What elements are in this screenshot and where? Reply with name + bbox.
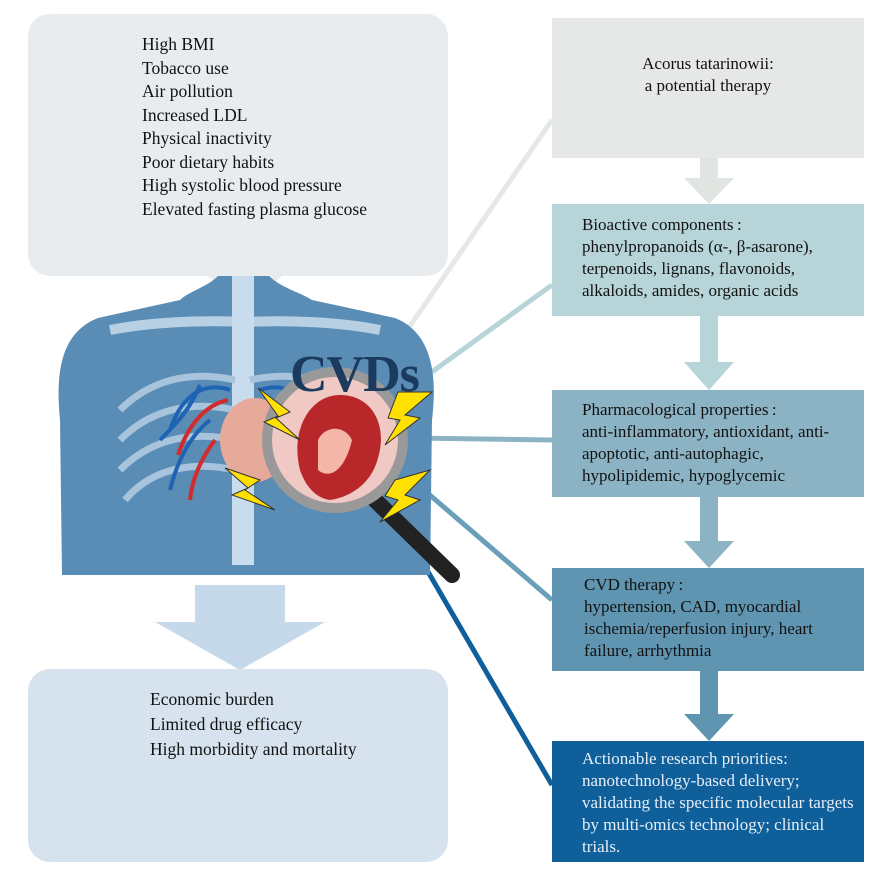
outcome-item: Limited drug efficacy <box>150 714 303 734</box>
risk-factor: Air pollution <box>142 81 233 101</box>
outcome-item: Economic burden <box>150 689 274 709</box>
risk-factor: Increased LDL <box>142 104 248 125</box>
down-arrow <box>155 585 325 670</box>
risk-factor: Poor dietary habits <box>142 151 275 172</box>
lightning-icon <box>224 387 434 523</box>
risk-factor: High systolic blood pressure <box>142 175 342 195</box>
flow-box-body: nanotechnology-based delivery; validatin… <box>582 771 854 856</box>
cvds-label: CVDs <box>290 346 420 403</box>
flow-box-cvd-therapy: CVD therapy : hypertension, CAD, myocard… <box>552 568 864 671</box>
risk-factor: Elevated fasting plasma glucose <box>142 198 367 219</box>
risk-factor: High BMI <box>142 34 215 54</box>
flow-box-body: anti-inflammatory, antioxidant, anti-apo… <box>582 422 830 485</box>
flow-box-body: hypertension, CAD, myocardial ischemia/r… <box>584 597 813 660</box>
flow-box-title: Bioactive components : <box>582 215 742 234</box>
flow-box-title: Actionable research priorities: <box>582 749 788 768</box>
outcomes-list: Economic burden Limited drug efficacy Hi… <box>150 687 357 762</box>
flow-box-body: phenylpropanoids (α-, β-asarone), terpen… <box>582 237 813 300</box>
flow-box-title: Pharmacological properties : <box>582 400 777 419</box>
risk-factor: Physical inactivity <box>142 128 272 148</box>
risk-factors-panel <box>28 14 448 276</box>
flow-arrows <box>684 158 734 741</box>
flow-box-pharmacological-properties: Pharmacological properties : anti-inflam… <box>552 390 864 497</box>
outcome-item: High morbidity and mortality <box>150 739 357 759</box>
flow-box-subtitle: a potential therapy <box>644 76 772 95</box>
flow-box-therapy: Acorus tatarinowii: a potential therapy <box>552 18 864 158</box>
risk-factors-list: High BMI Tobacco use Air pollution Incre… <box>142 33 367 221</box>
flow-box-title: Acorus tatarinowii: <box>642 54 774 73</box>
flow-box-title: CVD therapy : <box>584 575 684 594</box>
risk-factor: Tobacco use <box>142 57 229 78</box>
outcomes-panel <box>28 669 448 862</box>
flow-box-bioactive-components: Bioactive components : phenylpropanoids … <box>552 204 864 316</box>
flow-box-research-priorities: Actionable research priorities: nanotech… <box>552 741 864 862</box>
